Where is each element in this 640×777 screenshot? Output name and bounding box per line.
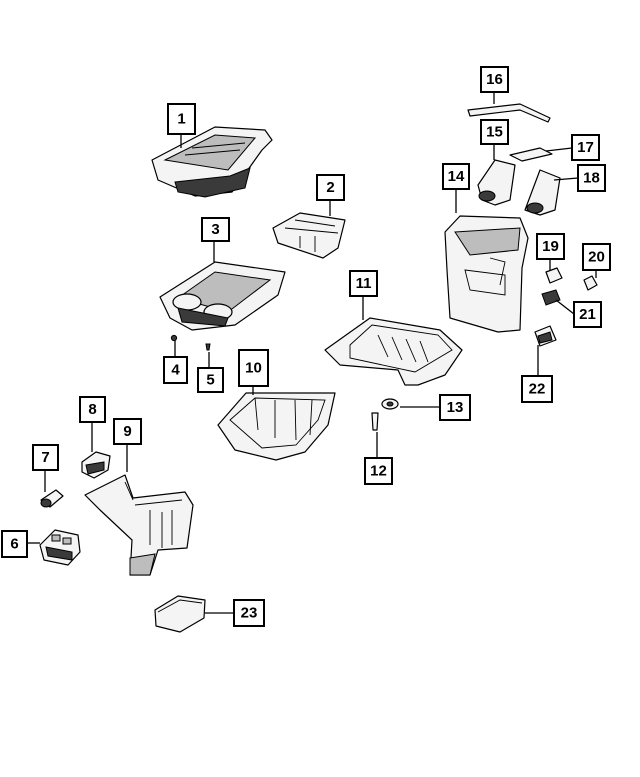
part-6-switch-bank[interactable] xyxy=(39,529,81,566)
part-18-vent-duct[interactable] xyxy=(524,169,561,216)
callout-label: 20 xyxy=(588,249,605,266)
callout-8[interactable]: 8 xyxy=(79,396,106,423)
callout-label: 23 xyxy=(241,605,258,622)
part-13-nut[interactable] xyxy=(381,398,399,410)
callout-7[interactable]: 7 xyxy=(32,444,59,471)
callout-label: 18 xyxy=(583,170,600,187)
callout-14[interactable]: 14 xyxy=(442,163,470,190)
callout-label: 9 xyxy=(123,423,131,440)
callout-label: 3 xyxy=(211,221,219,238)
callout-label: 13 xyxy=(447,399,464,416)
callout-label: 6 xyxy=(10,536,18,553)
callout-13[interactable]: 13 xyxy=(439,394,471,421)
callout-21[interactable]: 21 xyxy=(573,301,602,328)
callout-18[interactable]: 18 xyxy=(577,164,606,192)
callout-20[interactable]: 20 xyxy=(582,243,611,271)
part-23-module[interactable] xyxy=(154,595,206,633)
callout-label: 5 xyxy=(206,372,214,389)
part-9-bracket[interactable] xyxy=(84,474,194,576)
callout-12[interactable]: 12 xyxy=(364,457,393,485)
callout-label: 19 xyxy=(542,238,559,255)
part-10-console-base-bin[interactable] xyxy=(217,392,336,461)
callout-label: 14 xyxy=(448,168,465,185)
callout-22[interactable]: 22 xyxy=(521,375,553,403)
part-16-trim-strip[interactable] xyxy=(467,103,551,123)
part-20-switch[interactable] xyxy=(583,275,598,291)
leader-lines xyxy=(27,92,597,614)
part-21-switch[interactable] xyxy=(541,289,561,306)
part-12-push-pin[interactable] xyxy=(371,412,379,431)
callout-10[interactable]: 10 xyxy=(238,349,269,387)
part-22-connector[interactable] xyxy=(534,325,557,347)
callout-4[interactable]: 4 xyxy=(163,356,188,384)
callout-label: 21 xyxy=(579,306,596,323)
callout-label: 16 xyxy=(486,71,503,88)
part-8-usb-port[interactable] xyxy=(81,451,111,479)
part-14-rear-panel[interactable] xyxy=(444,215,529,333)
callout-label: 15 xyxy=(486,124,503,141)
part-7-power-outlet[interactable] xyxy=(40,489,64,508)
callout-5[interactable]: 5 xyxy=(197,367,224,393)
part-1-console-lid[interactable] xyxy=(151,126,273,198)
callout-16[interactable]: 16 xyxy=(480,66,509,93)
callout-label: 4 xyxy=(171,362,180,379)
callout-6[interactable]: 6 xyxy=(1,530,28,558)
part-17-pad[interactable] xyxy=(509,147,553,162)
callout-label: 12 xyxy=(370,463,387,480)
callout-label: 22 xyxy=(529,381,546,398)
callout-label: 8 xyxy=(88,401,96,418)
part-11-console-frame[interactable] xyxy=(324,317,463,386)
callout-label: 1 xyxy=(177,111,185,128)
part-4-clip[interactable] xyxy=(170,334,178,342)
callout-3[interactable]: 3 xyxy=(201,217,230,242)
callout-label: 10 xyxy=(245,360,262,377)
callout-label: 17 xyxy=(577,139,594,156)
callout-23[interactable]: 23 xyxy=(233,599,265,627)
part-2-tray[interactable] xyxy=(272,212,346,259)
callout-label: 11 xyxy=(356,275,372,292)
callout-9[interactable]: 9 xyxy=(113,418,142,445)
part-19-switch[interactable] xyxy=(545,267,563,284)
part-5-screw[interactable] xyxy=(205,343,211,351)
callout-label: 2 xyxy=(326,179,334,196)
callout-19[interactable]: 19 xyxy=(536,233,565,260)
part-3-storage-bin[interactable] xyxy=(159,261,286,331)
callout-17[interactable]: 17 xyxy=(571,134,600,161)
callout-11[interactable]: 11 xyxy=(349,270,378,297)
callout-label: 7 xyxy=(41,449,49,466)
part-15-vent-duct[interactable] xyxy=(477,159,516,206)
callout-1[interactable]: 1 xyxy=(167,103,196,135)
callout-15[interactable]: 15 xyxy=(480,119,509,145)
callout-2[interactable]: 2 xyxy=(316,174,345,201)
